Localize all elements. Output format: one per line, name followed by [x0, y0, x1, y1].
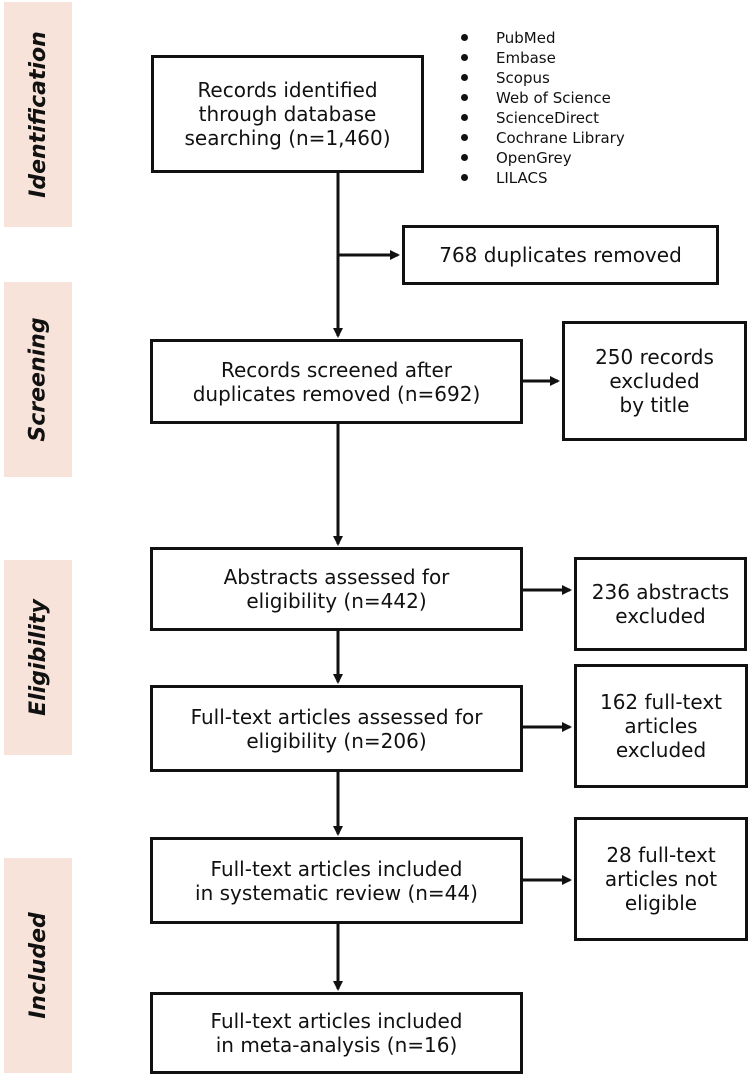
bullet-icon	[461, 94, 468, 101]
phase-screening: Screening	[4, 282, 72, 477]
database-list: PubMed Embase Scopus Web of Science Scie…	[458, 28, 625, 188]
bullet-icon	[461, 174, 468, 181]
database-item: LILACS	[458, 168, 625, 188]
box-fulltext-assessed: Full-text articles assessed for eligibil…	[150, 685, 523, 772]
database-item: PubMed	[458, 28, 625, 48]
box-records-screened: Records screened after duplicates remove…	[150, 339, 523, 424]
box-records-identified: Records identified through database sear…	[151, 55, 424, 173]
bullet-icon	[461, 74, 468, 81]
box-duplicates-removed: 768 duplicates removed	[402, 225, 719, 285]
database-item: ScienceDirect	[458, 108, 625, 128]
bullet-icon	[461, 154, 468, 161]
database-item: Embase	[458, 48, 625, 68]
phase-eligibility: Eligibility	[4, 560, 72, 755]
bullet-icon	[461, 54, 468, 61]
bullet-icon	[461, 34, 468, 41]
box-excluded-by-title: 250 records excluded by title	[562, 321, 747, 441]
box-not-eligible: 28 full-text articles not eligible	[574, 817, 748, 941]
box-systematic-review: Full-text articles included in systemati…	[150, 837, 523, 924]
box-abstracts-assessed: Abstracts assessed for eligibility (n=44…	[150, 547, 523, 631]
database-item: OpenGrey	[458, 148, 625, 168]
database-item: Web of Science	[458, 88, 625, 108]
box-fulltext-excluded: 162 full-text articles excluded	[574, 664, 748, 788]
box-meta-analysis: Full-text articles included in meta-anal…	[150, 992, 523, 1074]
database-item: Scopus	[458, 68, 625, 88]
bullet-icon	[461, 114, 468, 121]
phase-identification: Identification	[4, 2, 72, 227]
bullet-icon	[461, 134, 468, 141]
database-item: Cochrane Library	[458, 128, 625, 148]
box-abstracts-excluded: 236 abstracts excluded	[574, 557, 747, 651]
phase-included: Included	[4, 858, 72, 1073]
